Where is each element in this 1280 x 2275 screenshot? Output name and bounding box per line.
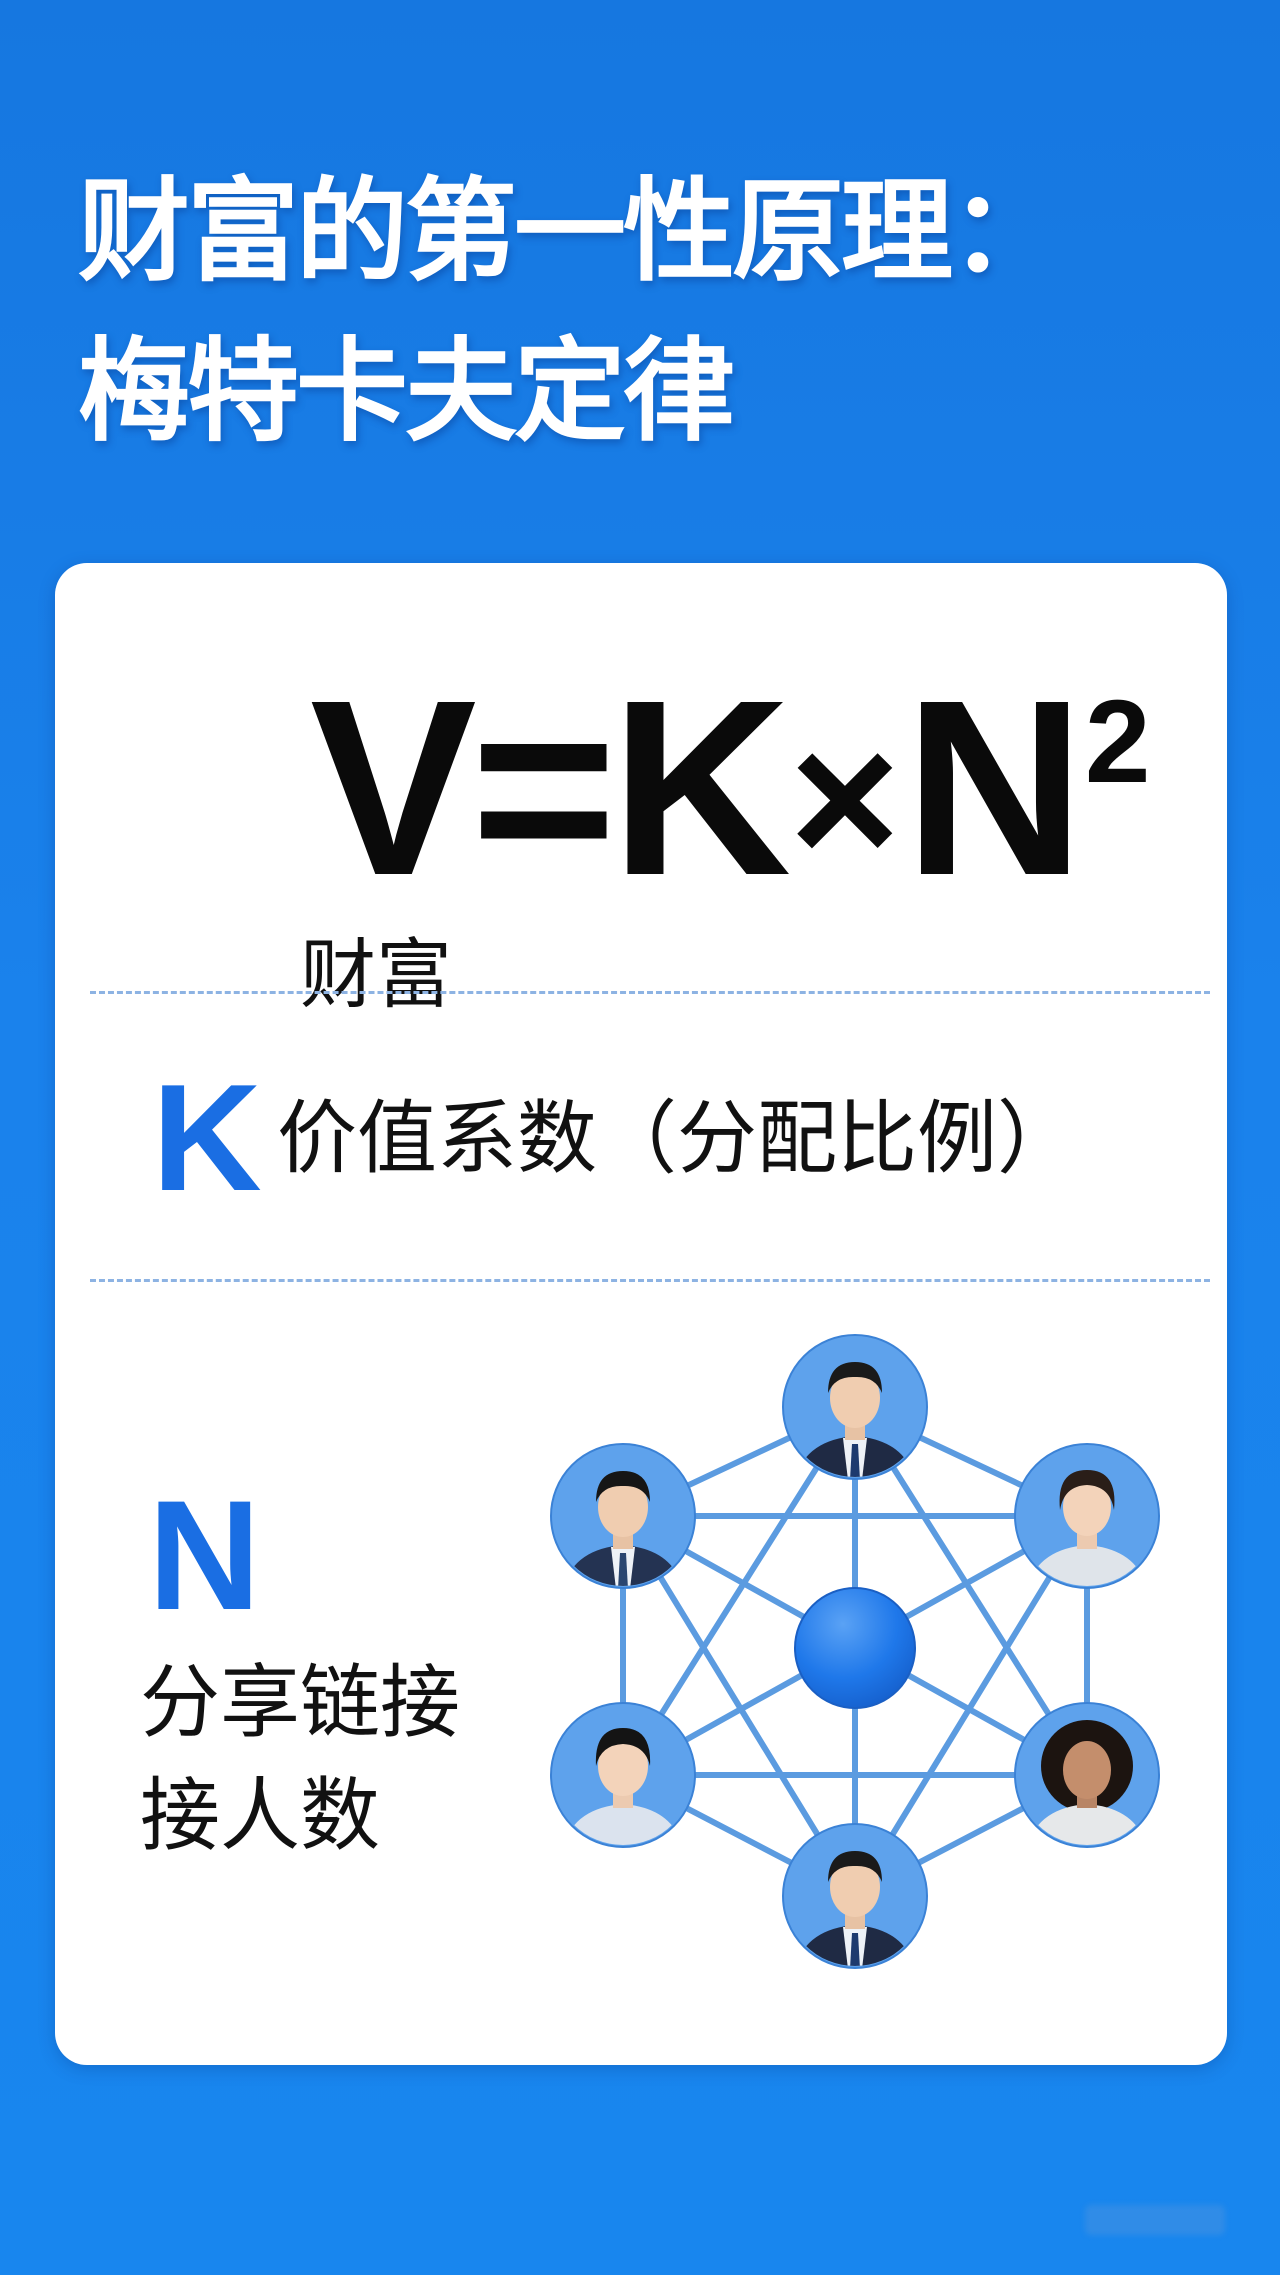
formula: V=K×N2 [310,663,1150,934]
page-title: 财富的第一性原理： 梅特卡夫定律 [78,152,1062,472]
person-top [782,1334,928,1480]
divider-1 [90,991,1210,994]
watermark [1085,2205,1225,2235]
title-line-1: 财富的第一性原理： [78,167,1062,297]
person-upper-right [1014,1443,1160,1589]
k-letter: K [152,1053,262,1223]
person-lower-right [1014,1702,1160,1848]
divider-2 [90,1279,1210,1282]
formula-base: N [904,648,1085,927]
n-letter: N [148,1469,261,1643]
title-line-2: 梅特卡夫定律 [78,327,735,457]
person-upper-left [550,1443,696,1589]
n-description-line-2: 接人数 [140,1769,380,1862]
n-description-line-1: 分享链接 [140,1656,460,1749]
k-description: 价值系数（分配比例） [277,1092,1077,1185]
v-label: 财富 [300,930,452,1019]
times-sign: × [789,693,901,905]
center-hub [794,1587,916,1709]
n-description: 分享链接 接人数 [140,1646,460,1872]
formula-lhs: V=K [310,648,791,927]
formula-exponent: 2 [1084,676,1151,808]
person-lower-left [550,1702,696,1848]
person-bottom [782,1823,928,1969]
